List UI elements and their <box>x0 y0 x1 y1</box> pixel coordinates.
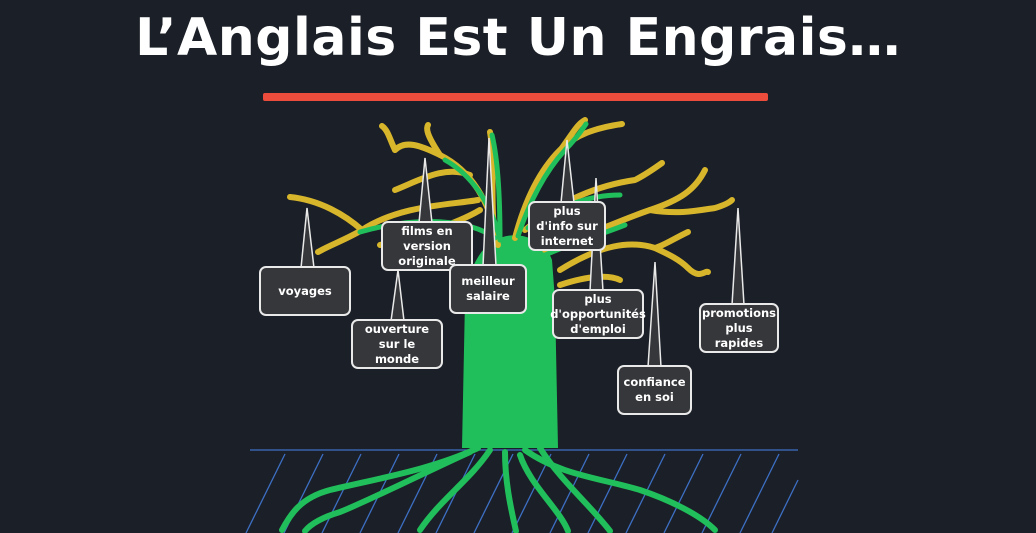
branches-yellow <box>287 117 735 288</box>
tag-promotions: promotions plus rapides <box>699 303 779 353</box>
tag-ouverture: ouverture sur le monde <box>351 319 443 369</box>
ground <box>245 449 799 533</box>
title-underline <box>263 93 768 101</box>
tag-films-vo: films en version originale <box>381 221 473 271</box>
tag-voyages: voyages <box>259 266 351 316</box>
tag-confiance: confiance en soi <box>617 365 692 415</box>
page-title: L’Anglais Est Un Engrais… <box>135 8 901 68</box>
tag-plus-info: plus d'info sur internet <box>528 201 606 251</box>
roots <box>279 445 718 533</box>
tag-meilleur-salaire: meilleur salaire <box>449 264 527 314</box>
tag-opportunites-emploi: plus d'opportunités d'emploi <box>550 289 646 339</box>
